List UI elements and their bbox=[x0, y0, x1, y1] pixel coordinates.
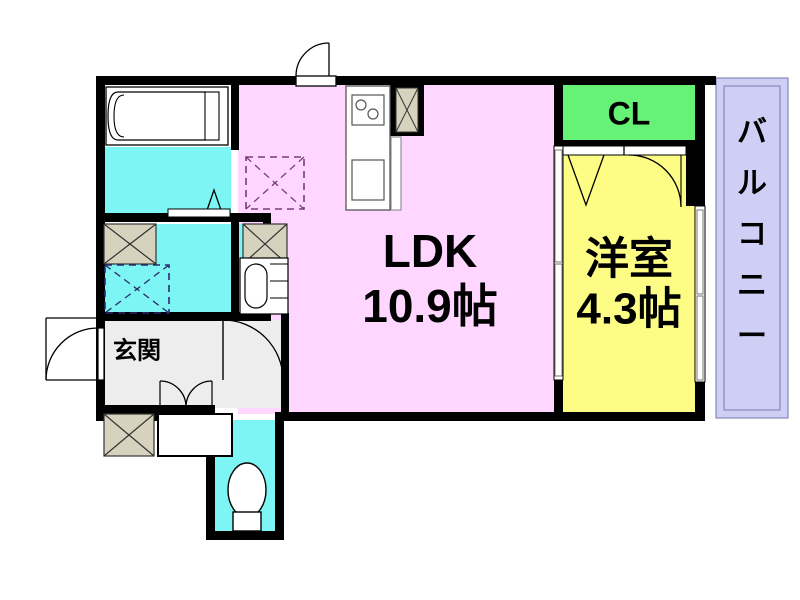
hall-door[interactable] bbox=[222, 319, 284, 381]
folding-door-icon bbox=[567, 154, 605, 207]
closet-area bbox=[563, 84, 695, 140]
sink-vanity-icon bbox=[239, 257, 289, 315]
entrance-closet-doors[interactable] bbox=[159, 380, 213, 408]
balcony-char-3: コ bbox=[737, 218, 767, 251]
kitchen-counter bbox=[345, 85, 402, 211]
washer-space-icon bbox=[104, 264, 170, 314]
bathtub-icon bbox=[105, 86, 229, 146]
kitchen-sink-icon bbox=[351, 159, 385, 201]
toilet-icon bbox=[227, 462, 267, 532]
bathroom-door[interactable] bbox=[167, 188, 231, 218]
bedroom-size-label: 4.3帖 bbox=[576, 285, 681, 334]
balcony-char-4: ニ bbox=[737, 269, 767, 302]
balcony-char-2: ル bbox=[737, 167, 767, 200]
storage-box-left-icon bbox=[103, 223, 157, 265]
closet-label: CL bbox=[608, 95, 651, 131]
door-swing-icon bbox=[628, 154, 682, 208]
kitchen-storage-icon bbox=[395, 87, 419, 133]
balcony-char-5: ー bbox=[737, 320, 767, 353]
ldk-top-opening[interactable] bbox=[295, 42, 337, 87]
bedroom-area bbox=[563, 145, 695, 414]
ldk-bedroom-sliding-door[interactable] bbox=[553, 145, 564, 381]
kitchen-stove-icon bbox=[351, 94, 385, 126]
closet-doors[interactable] bbox=[562, 145, 687, 208]
shoe-closet-icon bbox=[103, 413, 233, 457]
balcony-char-1: バ bbox=[737, 116, 767, 149]
ldk-dashed-closet-icon bbox=[245, 156, 305, 210]
bedroom-balcony-window[interactable] bbox=[694, 205, 706, 383]
bedroom-label: 洋室 bbox=[585, 234, 673, 284]
ldk-label: LDK bbox=[383, 225, 478, 277]
ldk-size-label: 10.9帖 bbox=[362, 280, 498, 332]
balcony-label: バ ル コ ニ ー bbox=[737, 116, 767, 353]
entrance-area bbox=[103, 320, 289, 408]
entrance-door[interactable] bbox=[45, 317, 105, 381]
entrance-label: 玄関 bbox=[113, 336, 161, 364]
balcony-area bbox=[715, 77, 789, 419]
bathroom-area bbox=[103, 147, 231, 213]
